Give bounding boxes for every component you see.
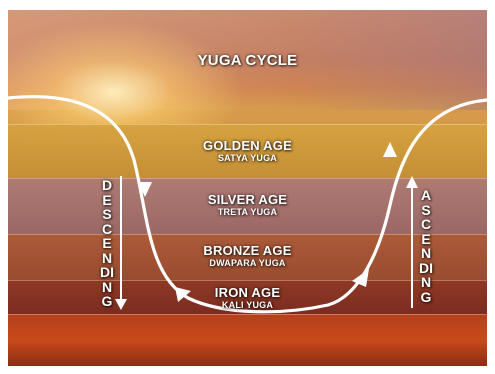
ascending-label: ASCENDING: [417, 188, 435, 304]
ascending-arrowhead: [406, 176, 418, 188]
treta-yuga-label: TRETA YUGA: [8, 207, 487, 217]
golden-age-label: GOLDEN AGE: [8, 138, 487, 153]
dwapara-yuga-label: DWAPARA YUGA: [8, 258, 487, 268]
satya-yuga-label: SATYA YUGA: [8, 153, 487, 163]
kali-yuga-label: KALI YUGA: [8, 300, 487, 310]
yuga-cycle-diagram: YUGA CYCLE GOLDEN AGE SATYA YUGA SILVER …: [8, 10, 487, 366]
iron-age-label: IRON AGE: [8, 285, 487, 300]
silver-age-label: SILVER AGE: [8, 192, 487, 207]
diagram-title: YUGA CYCLE: [8, 52, 487, 69]
bronze-age-label: BRONZE AGE: [8, 243, 487, 258]
descending-label: DESCENDING: [98, 178, 116, 309]
